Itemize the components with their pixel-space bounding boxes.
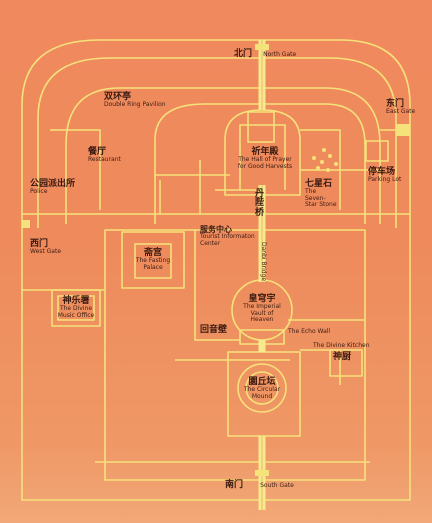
- echo-wall-zh-label: 回音壁: [200, 325, 228, 335]
- hall-of-prayer-label: 祈年殿 The Hall of Prayer for Good Harvests: [237, 147, 293, 170]
- police-label: 公园派出所 Police: [30, 179, 76, 196]
- double-ring-pavilion-label: 双环亭 Double Ring Pavilion: [104, 92, 166, 109]
- west-gate-label: 西门 West Gate: [30, 239, 62, 256]
- divine-music-office-label: 神乐署 The Divine Music Office: [57, 296, 95, 319]
- restaurant-label: 餐厅 Restaurant: [88, 147, 121, 164]
- parking-lot-label: 停车场 Parking Lot: [368, 167, 402, 184]
- fasting-palace-label: 斋宫 The Fasting Palace: [135, 248, 171, 271]
- east-gate-label: 东门 East Gate: [386, 99, 416, 116]
- danbi-bridge-zh-label: 丹陛桥: [255, 189, 265, 218]
- imperial-vault-label: 皇穹宇 The Imperial Vault of Heaven: [243, 294, 281, 324]
- echo-wall-en-label: The Echo Wall: [288, 328, 331, 335]
- divine-kitchen-label: The Divine Kitchen 神厨: [313, 342, 370, 363]
- seven-star-stone-label: 七星石 The Seven- Star Stone: [305, 179, 337, 209]
- north-gate-label: 北门 North Gate: [234, 49, 297, 59]
- south-gate-label: 南门 South Gate: [225, 480, 294, 490]
- tourist-center-label: 服务中心 Tourist Informaton Center: [200, 225, 255, 247]
- danbi-bridge-en-label: Danbi Bridge: [259, 242, 267, 282]
- circular-mound-label: 圜丘坛 The Circular Mound: [243, 377, 281, 400]
